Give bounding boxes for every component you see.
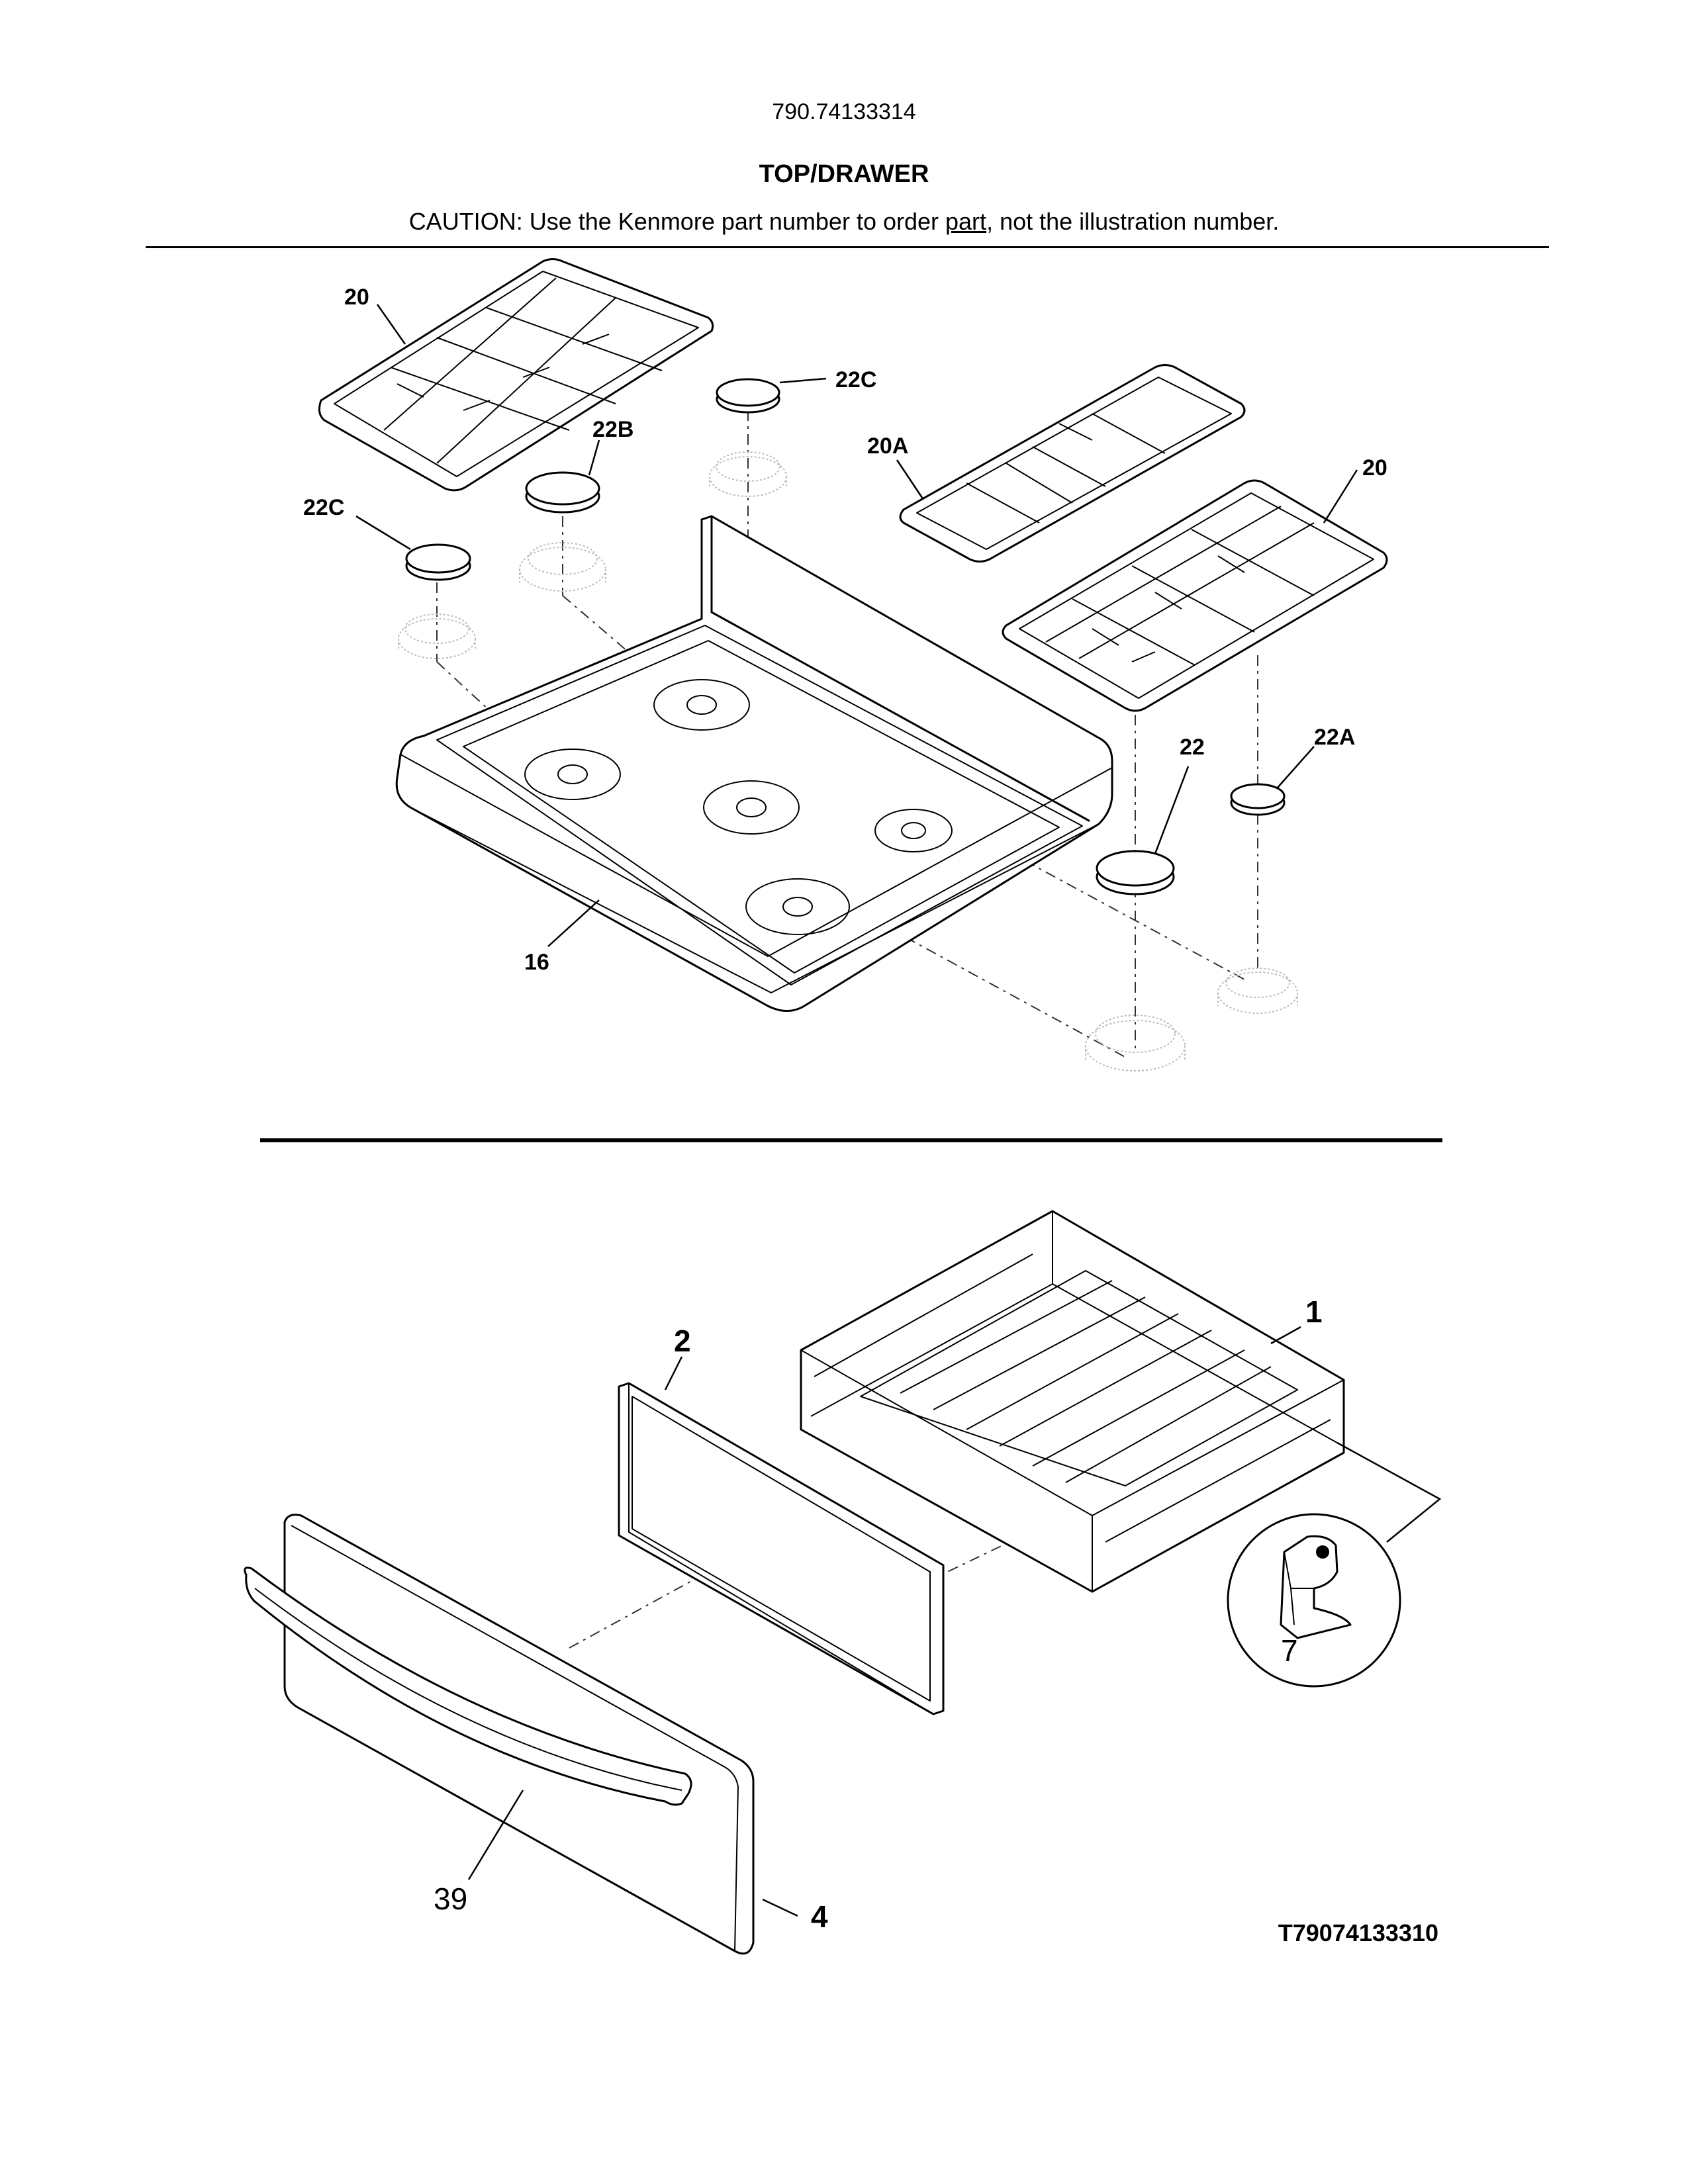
burner-cap-22a[interactable] xyxy=(1230,783,1286,816)
drawer-handle[interactable] xyxy=(244,1567,692,1806)
callout-grate-right: 20 xyxy=(1362,455,1387,480)
section-title: TOP/DRAWER xyxy=(759,160,929,188)
glide-clip-detail[interactable] xyxy=(1227,1441,1442,1688)
model-number: 790.74133314 xyxy=(772,99,916,124)
section-divider xyxy=(260,1138,1442,1142)
callouts-top: 20 22C 22B 22C 20A 20 22 22A 16 xyxy=(303,285,1387,975)
callout-glide-clip: 7 xyxy=(1281,1633,1298,1668)
grate-left[interactable] xyxy=(318,258,714,492)
caution-text-start: CAUTION: Use the Kenmore part number to … xyxy=(408,208,946,235)
grate-right[interactable] xyxy=(1002,479,1388,712)
burner-cap-22c-rear[interactable] xyxy=(716,378,780,414)
callout-drawer-front: 4 xyxy=(811,1899,828,1934)
drawer-liner[interactable] xyxy=(618,1382,945,1715)
caution-part-link[interactable]: part xyxy=(945,208,987,235)
caution-note: CAUTION: Use the Kenmore part number to … xyxy=(0,208,1688,236)
callout-grate-left: 20 xyxy=(344,285,369,310)
header-rule xyxy=(146,246,1549,248)
callout-cap-small: 22A xyxy=(1314,725,1355,750)
caution-text-end: , not the illustration number. xyxy=(986,208,1280,235)
callout-cap-mid: 22B xyxy=(592,417,633,442)
drawer-body[interactable] xyxy=(800,1210,1345,1593)
callout-drawer-body: 1 xyxy=(1305,1295,1323,1329)
grate-center[interactable] xyxy=(899,364,1246,563)
burner-cap-22c-left[interactable] xyxy=(405,543,471,581)
callout-cap-rear: 22C xyxy=(835,367,876,392)
callout-handle: 39 xyxy=(434,1882,467,1916)
diagram-id: T79074133310 xyxy=(1278,1919,1438,1946)
callouts-bottom: 1 2 7 39 4 xyxy=(434,1295,1323,1934)
cooktop[interactable] xyxy=(395,515,1113,1012)
callout-drawer-liner: 2 xyxy=(674,1324,691,1358)
callout-cooktop: 16 xyxy=(524,950,549,975)
burner-cap-22b[interactable] xyxy=(525,471,600,514)
callout-cap-large: 22 xyxy=(1180,735,1205,760)
burner-cap-22[interactable] xyxy=(1096,850,1175,895)
callout-cap-left: 22C xyxy=(303,495,344,520)
callout-leaders-bottom xyxy=(467,1326,1301,1917)
callout-leaders-top xyxy=(355,304,1358,947)
burner-base-ghosts xyxy=(398,451,1298,1071)
callout-grate-center: 20A xyxy=(867,433,908,459)
